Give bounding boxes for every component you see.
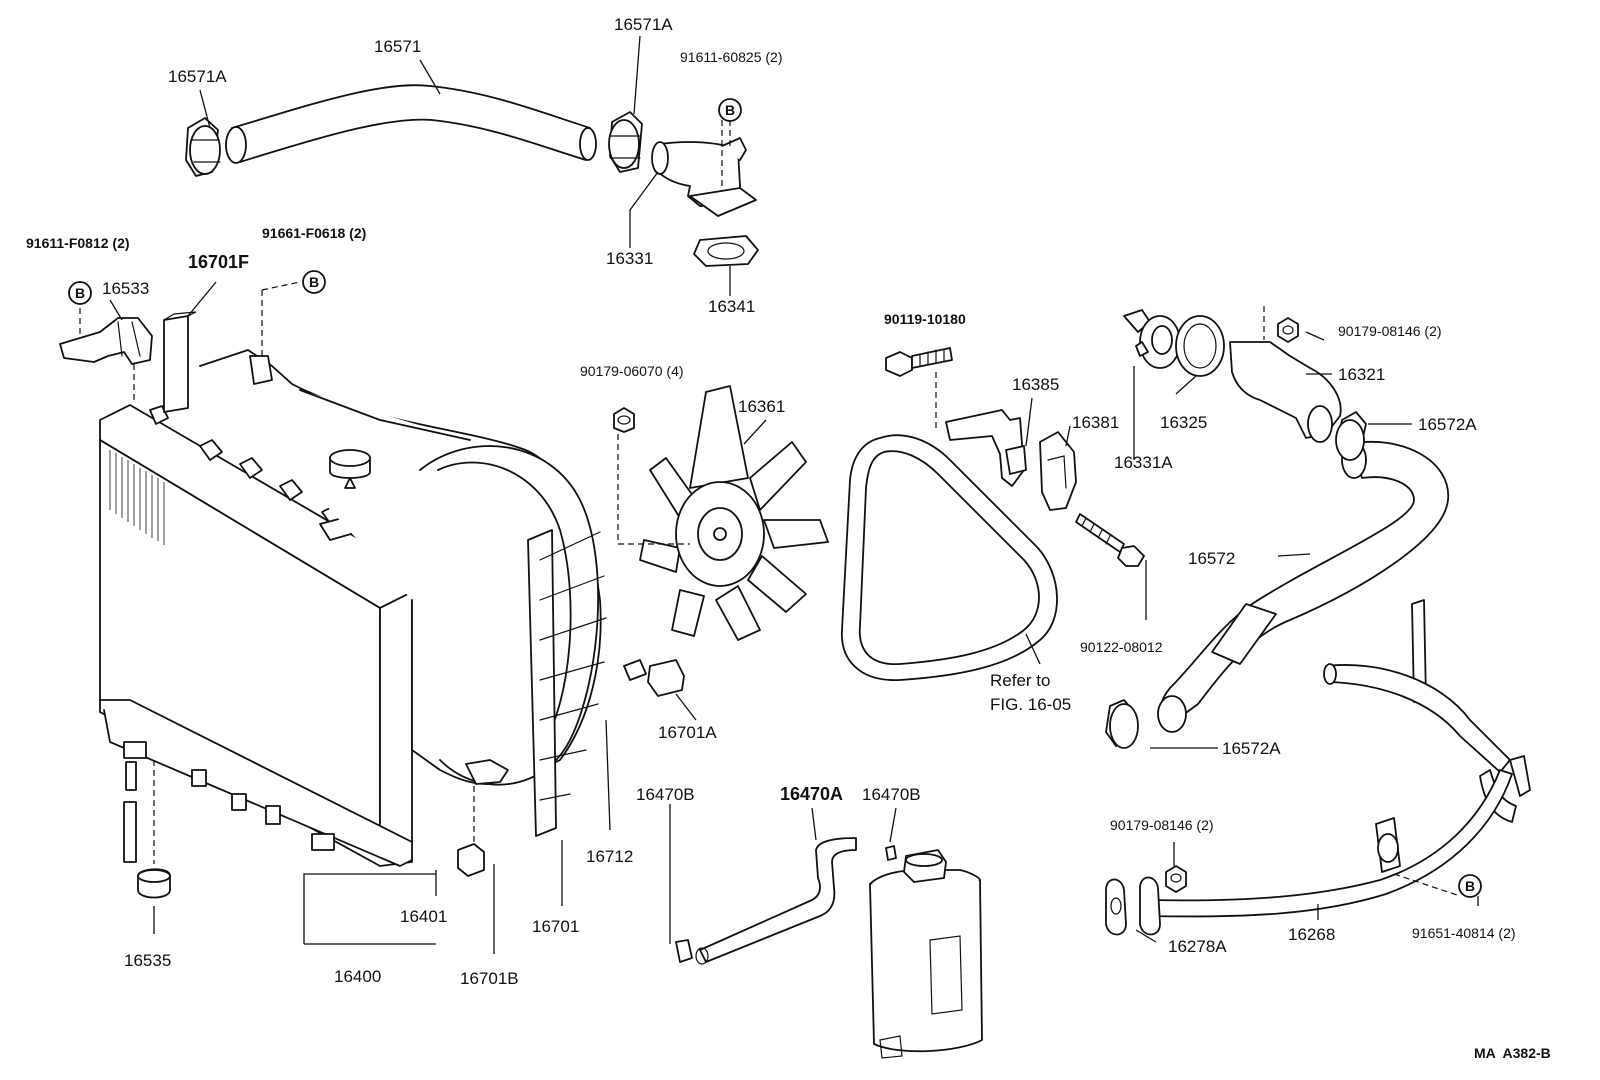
diagram-code: MA A382-B: [1474, 1045, 1551, 1061]
support-16701F: [164, 312, 196, 412]
fan-shroud-16701: [200, 350, 606, 836]
label-91611-F0812: 91611-F0812 (2): [26, 235, 130, 251]
label-16361: 16361: [738, 397, 785, 416]
cooling-fan-16361: [640, 386, 828, 640]
label-16572A-bottom: 16572A: [1222, 739, 1281, 758]
clip-16701B: [458, 844, 484, 876]
label-16470B-right: 16470B: [862, 785, 921, 804]
bracket-16385: [946, 410, 1026, 486]
label-16701A: 16701A: [658, 723, 717, 742]
nut-90179-06070: [614, 408, 634, 432]
label-16400: 16400: [334, 967, 381, 986]
clip-16470B-right: [886, 846, 896, 860]
drive-belt: [842, 435, 1057, 680]
label-90179-08146-bottom: 90179-08146 (2): [1110, 817, 1214, 833]
label-16701F: 16701F: [188, 252, 249, 272]
label-16331A: 16331A: [1114, 453, 1173, 472]
cushion-16535: [138, 869, 170, 897]
bolt-90122-08012: [1076, 514, 1144, 566]
label-16401: 16401: [400, 907, 447, 926]
svg-text:B: B: [309, 274, 319, 290]
hose-clamp-16572A-bottom: [1106, 700, 1138, 748]
radiator-16400: [100, 405, 412, 866]
bolt-90119-10180: [886, 348, 952, 376]
clip-16470B-left: [676, 940, 692, 962]
hose-clamp-left-16571A: [186, 118, 220, 176]
label-91661-F0618: 91661-F0618 (2): [262, 225, 366, 241]
bracket-16381: [1040, 432, 1076, 510]
label-90179-06070: 90179-06070 (4): [580, 363, 684, 379]
reservoir-tank: [870, 850, 982, 1058]
label-16470A: 16470A: [780, 784, 843, 804]
label-16571A-left: 16571A: [168, 67, 227, 86]
svg-text:B: B: [725, 102, 735, 118]
label-16572: 16572: [1188, 549, 1235, 568]
hose-clamp-right-16571A: [609, 112, 642, 172]
label-16385: 16385: [1012, 375, 1059, 394]
label-16572A-top: 16572A: [1418, 415, 1477, 434]
water-pipe-16268: [1150, 770, 1512, 916]
badge-b-91651-40814: B: [1459, 875, 1481, 897]
svg-text:B: B: [75, 285, 85, 301]
label-16701B: 16701B: [460, 969, 519, 988]
gasket-16325: [1176, 316, 1224, 376]
label-90179-08146-top: 90179-08146 (2): [1338, 323, 1442, 339]
label-16331: 16331: [606, 249, 653, 268]
drain-tube: [124, 762, 136, 862]
label-16321: 16321: [1338, 365, 1385, 384]
seal-16701A: [624, 660, 684, 696]
water-inlet-16321: [1230, 342, 1341, 442]
label-16278A: 16278A: [1168, 937, 1227, 956]
upper-hose-16571: [226, 85, 596, 163]
nut-90179-08146-top: [1278, 318, 1298, 342]
label-fig-16-05: FIG. 16-05: [990, 695, 1071, 714]
label-16535: 16535: [124, 951, 171, 970]
thermostat-16331A: [1124, 310, 1180, 368]
label-16268: 16268: [1288, 925, 1335, 944]
label-16381: 16381: [1072, 413, 1119, 432]
label-16571: 16571: [374, 37, 421, 56]
badge-b-91611-F0812: B: [69, 282, 91, 304]
label-16701: 16701: [532, 917, 579, 936]
label-91611-60825: 91611-60825 (2): [680, 49, 782, 65]
hose-clamp-16572A-top: [1336, 412, 1366, 460]
label-16341: 16341: [708, 297, 755, 316]
label-refer-to: Refer to: [990, 671, 1050, 690]
label-90122-08012: 90122-08012: [1080, 639, 1163, 655]
label-90119-10180: 90119-10180: [884, 311, 966, 327]
label-16470B-left: 16470B: [636, 785, 695, 804]
label-16325: 16325: [1160, 413, 1207, 432]
hose-16470A: [696, 838, 856, 964]
radiator-support-16533: [60, 318, 152, 364]
nut-90179-08146-bottom: [1166, 866, 1186, 892]
badge-b-91611-60825: B: [719, 99, 741, 121]
label-91651-40814: 91651-40814 (2): [1412, 925, 1516, 941]
label-16571A-right: 16571A: [614, 15, 673, 34]
label-16712: 16712: [586, 847, 633, 866]
label-16533: 16533: [102, 279, 149, 298]
leader-lines: [110, 36, 1478, 954]
gasket-16278A: [1106, 878, 1160, 935]
gasket-16341: [694, 236, 758, 266]
badge-b-91661-F0618: B: [303, 271, 325, 293]
svg-text:B: B: [1465, 878, 1475, 894]
water-outlet-16331: [652, 138, 756, 216]
